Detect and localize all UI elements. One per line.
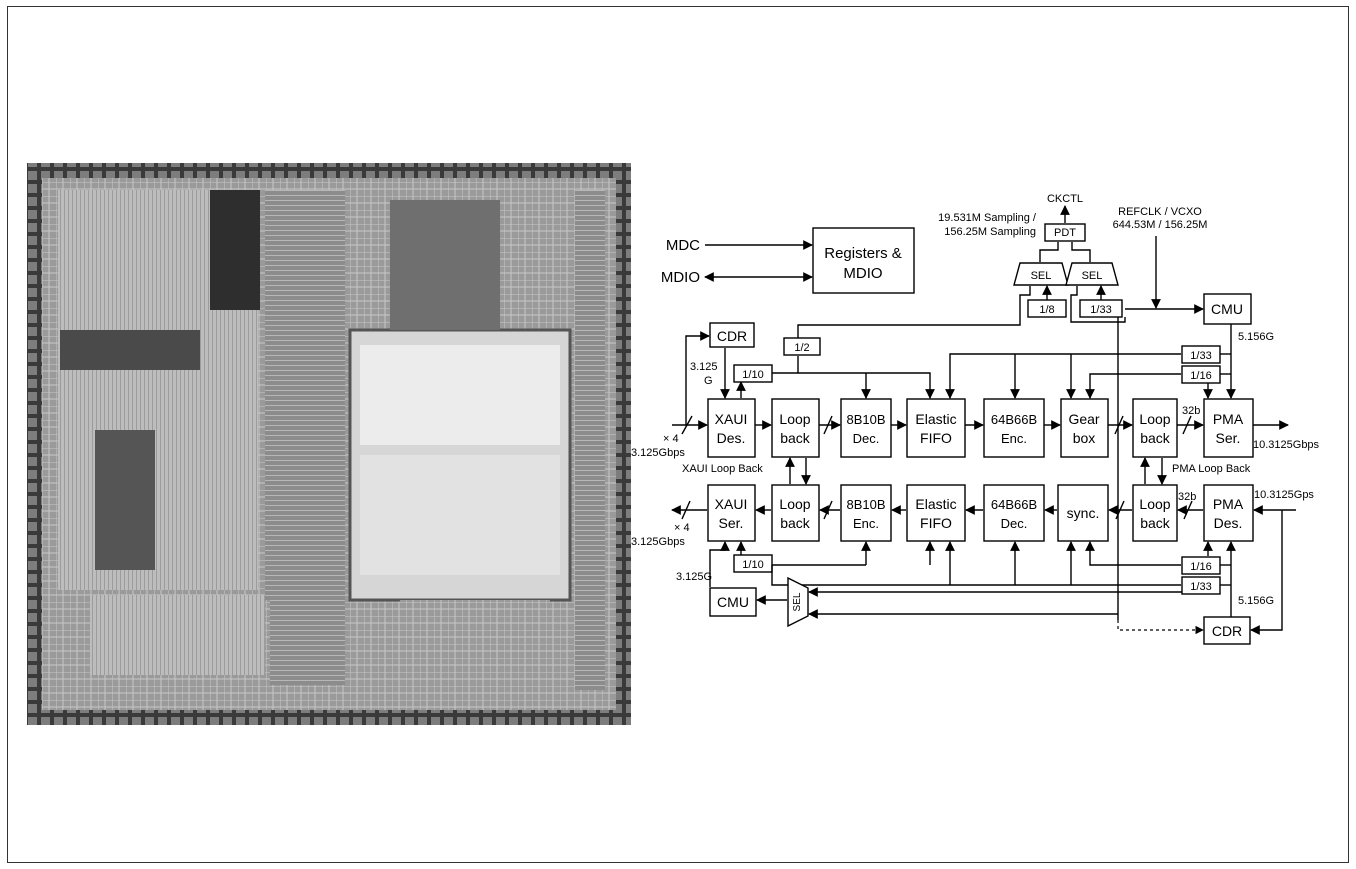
rx-path-bottom-row: XAUI Ser. Loop back 8B10B Enc. Elastic F… — [708, 485, 1253, 541]
tx-serial-rate: 10.3125Gbps — [1253, 439, 1320, 451]
io-labels-rx-in-x4-label: × 4 — [663, 433, 679, 445]
blocks-xaui-des-2-label: Des. — [717, 430, 746, 446]
xaui-loopback-label: XAUI Loop Back — [682, 463, 763, 475]
sel-left-label: SEL — [1031, 270, 1052, 282]
blocks-loop-bot2-2-label: back — [1140, 515, 1171, 531]
registers-mdio-block: Registers & MDIO — [813, 228, 914, 293]
blocks-sync-label: sync. — [1067, 505, 1100, 521]
blocks-gearbox-2-label: box — [1073, 430, 1096, 446]
blocks-div-1-33-r2-label: 1/33 — [1190, 581, 1211, 593]
blocks-sel-bottom-label: SEL — [792, 592, 803, 611]
blocks-dec64b66b-1-label: 64B66B — [991, 497, 1037, 512]
blocks-dec8b10b-1-label: 8B10B — [846, 412, 885, 427]
blocks-loop-top-2-label: back — [780, 430, 811, 446]
blocks-cdr-top-label: CDR — [717, 328, 747, 344]
io-labels-bus-32b-bottom-label: 32b — [1178, 491, 1196, 503]
blocks-enc8b10b-1-label: 8B10B — [846, 497, 885, 512]
blocks-loop-top-1-label: Loop — [779, 411, 810, 427]
blocks-xaui-ser-2-label: Ser. — [719, 515, 744, 531]
gearbox-block — [1061, 399, 1108, 457]
blocks-cmu-top-label: CMU — [1211, 301, 1243, 317]
blocks-div-1-2-label: 1/2 — [794, 342, 809, 354]
loopback-bottom-block — [772, 485, 819, 541]
pma-loopback-label: PMA Loop Back — [1172, 463, 1251, 475]
io-labels-tx-out-x4-label: × 4 — [674, 522, 690, 534]
loopback-bottom2-block — [1133, 485, 1177, 541]
sampling-label-2: 156.25M Sampling — [944, 226, 1036, 238]
mdc-label: MDC — [666, 237, 700, 254]
blocks-dec64b66b-2-label: Dec. — [1001, 516, 1028, 531]
blocks-enc64b66b-1-label: 64B66B — [991, 412, 1037, 427]
cmu-clock-bottom: 3.125G — [676, 571, 712, 583]
sel-right-label: SEL — [1082, 270, 1103, 282]
blocks-loop-top2-1-label: Loop — [1139, 411, 1170, 427]
blocks-pma-ser-2-label: Ser. — [1216, 430, 1241, 446]
xaui-des-block — [708, 399, 755, 457]
dec-64b66b-block — [984, 485, 1044, 541]
tx-out-rate: 3.125Gbps — [631, 536, 685, 548]
blocks-div-1-16-r1-label: 1/16 — [1190, 370, 1211, 382]
blocks-div-1-33-top-label: 1/33 — [1090, 304, 1111, 316]
enc-8b10b-block — [841, 485, 891, 541]
blocks-div-1-10-top-label: 1/10 — [742, 369, 763, 381]
io-labels-cdr-clock-1-label: 3.125 — [690, 361, 718, 373]
blocks-fifo-top-2-label: FIFO — [920, 430, 952, 446]
blocks-loop-bot2-1-label: Loop — [1139, 496, 1170, 512]
blocks-div-1-10-bottom-label: 1/10 — [742, 559, 763, 571]
blocks-dec8b10b-2-label: Dec. — [853, 431, 880, 446]
blocks-enc8b10b-2-label: Enc. — [853, 516, 879, 531]
refclk-label-1: REFCLK / VCXO — [1118, 206, 1202, 218]
blocks-div-1-8-label: 1/8 — [1039, 304, 1054, 316]
blocks-cdr-bottom-label: CDR — [1212, 623, 1242, 639]
enc-64b66b-block — [984, 399, 1044, 457]
blocks-pma-des-2-label: Des. — [1214, 515, 1243, 531]
loopback-top2-block — [1133, 399, 1177, 457]
ckctl-label: CKCTL — [1047, 193, 1083, 205]
blocks-cmu-bottom-label: CMU — [717, 594, 749, 610]
blocks-loop-top2-2-label: back — [1140, 430, 1171, 446]
dec-8b10b-block — [841, 399, 891, 457]
io-labels-cdr-clock-2-label: G — [704, 375, 713, 387]
pdt-label: PDT — [1054, 227, 1076, 239]
blocks-xaui-des-1-label: XAUI — [715, 411, 748, 427]
sampling-label-1: 19.531M Sampling / — [938, 212, 1037, 224]
blocks-gearbox-1-label: Gear — [1068, 411, 1099, 427]
elastic-fifo-top-block — [907, 399, 965, 457]
registers-label-2: MDIO — [843, 265, 882, 282]
rx-serial-rate: 10.3125Gps — [1254, 489, 1314, 501]
registers-label-1: Registers & — [824, 245, 902, 262]
cmu-clock-top: 5.156G — [1238, 331, 1274, 343]
mdio-label: MDIO — [661, 269, 700, 286]
blocks-xaui-ser-1-label: XAUI — [715, 496, 748, 512]
blocks-loop-bot-1-label: Loop — [779, 496, 810, 512]
tx-path-top-row: XAUI Des. Loop back 8B10B Dec. Elastic F… — [708, 399, 1253, 457]
blocks-fifo-top-1-label: Elastic — [915, 411, 956, 427]
blocks-pma-ser-1-label: PMA — [1213, 411, 1244, 427]
blocks-fifo-bot-2-label: FIFO — [920, 515, 952, 531]
pma-ser-block — [1204, 399, 1253, 457]
pma-des-block — [1204, 485, 1253, 541]
loopback-top-block — [772, 399, 819, 457]
cdr-clock-bottom: 5.156G — [1238, 595, 1274, 607]
blocks-pma-des-1-label: PMA — [1213, 496, 1244, 512]
die-photo — [27, 163, 631, 725]
elastic-fifo-bottom-block — [907, 485, 965, 541]
io-labels-bus-32b-top-label: 32b — [1182, 405, 1200, 417]
xaui-ser-block — [708, 485, 755, 541]
rx-in-rate: 3.125Gbps — [631, 447, 685, 459]
blocks-enc64b66b-2-label: Enc. — [1001, 431, 1027, 446]
refclk-label-2: 644.53M / 156.25M — [1113, 219, 1208, 231]
blocks-div-1-33-r1-label: 1/33 — [1190, 350, 1211, 362]
blocks-loop-bot-2-label: back — [780, 515, 811, 531]
blocks-fifo-bot-1-label: Elastic — [915, 496, 956, 512]
blocks-div-1-16-r2-label: 1/16 — [1190, 561, 1211, 573]
